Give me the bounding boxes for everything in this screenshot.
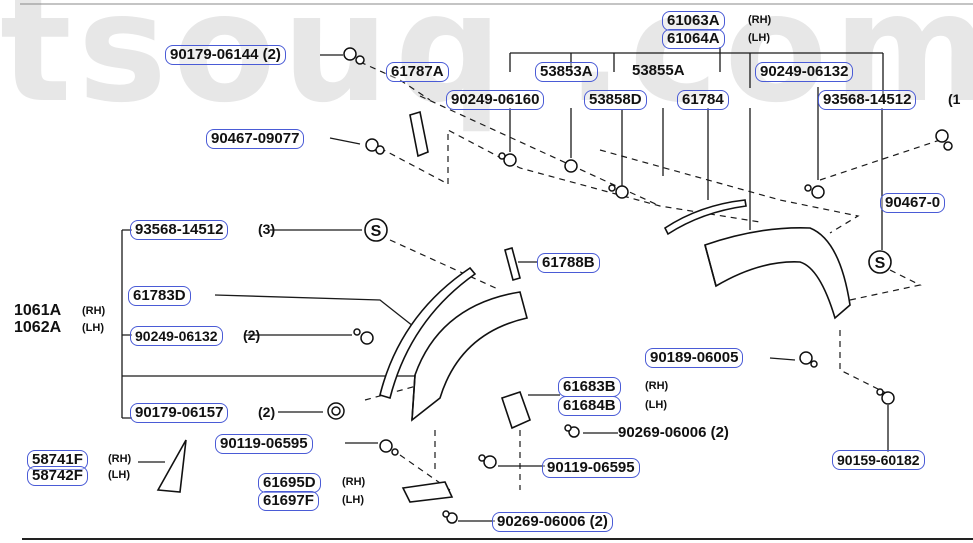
part-90467-right-label[interactable]: 90467-0 — [880, 193, 946, 213]
s-symbol-right-text: S — [875, 255, 886, 272]
part-58741F-label[interactable]: 58741F — [27, 450, 88, 470]
part-61695D-label[interactable]: 61695D — [258, 473, 321, 493]
part-90159-60182-label[interactable]: 90159-60182 — [832, 450, 925, 470]
part-90467-09077-label[interactable]: 90467-09077 — [206, 129, 305, 149]
part-53853A-label[interactable]: 53853A — [535, 62, 598, 82]
watermark: tsouq .com — [0, 0, 973, 136]
part-61697F-suffix: (LH) — [342, 494, 364, 506]
part-61683B-label[interactable]: 61683B — [558, 377, 621, 397]
part-61062A-partial-label[interactable]: 1062A — [14, 319, 62, 336]
part-90249-06160-label[interactable]: 90249-06160 — [446, 90, 545, 110]
part-61064A-label[interactable]: 61064A — [662, 29, 725, 49]
s-symbol-left-text: S — [371, 223, 382, 240]
part-93568-14512-left-label[interactable]: 93568-14512 — [130, 220, 229, 240]
part-61684B-suffix: (LH) — [645, 399, 667, 411]
part-61064A-suffix: (LH) — [748, 32, 770, 44]
part-90179-06157-qty: (2) — [258, 404, 276, 420]
part-61697F-label[interactable]: 61697F — [258, 491, 319, 511]
part-61684B-label[interactable]: 61684B — [558, 396, 621, 416]
part-90119-06595-b-label[interactable]: 90119-06595 — [542, 458, 640, 478]
part-90119-06595-a-label[interactable]: 90119-06595 — [215, 434, 313, 454]
part-93568-14512-left-qty: (3) — [258, 221, 276, 237]
part-90189-06005-label[interactable]: 90189-06005 — [645, 348, 744, 368]
part-61063A-suffix: (RH) — [748, 14, 772, 26]
part-90179-06157-label[interactable]: 90179-06157 — [130, 403, 229, 423]
s-symbol-right — [868, 250, 892, 274]
part-58741F-suffix: (RH) — [108, 453, 132, 465]
part-58742F-label[interactable]: 58742F — [27, 466, 88, 486]
part-61788B-label[interactable]: 61788B — [537, 253, 600, 273]
part-61783D-label[interactable]: 61783D — [128, 286, 191, 306]
part-61062A-suffix: (LH) — [82, 322, 104, 334]
part-93568-14512-top-label[interactable]: 93568-14512 — [818, 90, 917, 110]
part-90249-06132-left-qty: (2) — [243, 327, 261, 343]
part-93568-14512-top-qty: (1 — [948, 91, 961, 107]
part-90179-06144-label[interactable]: 90179-06144 (2) — [165, 45, 286, 65]
bottom-rule — [22, 538, 973, 540]
part-61061A-suffix: (RH) — [82, 305, 106, 317]
part-53855A-label[interactable]: 53855A — [632, 62, 685, 79]
part-61061A-partial-label[interactable]: 1061A — [14, 302, 62, 319]
part-90249-06132-top-label[interactable]: 90249-06132 — [755, 62, 854, 82]
part-61787A-label[interactable]: 61787A — [386, 62, 449, 82]
part-61784-label[interactable]: 61784 — [677, 90, 729, 110]
part-61063A-label[interactable]: 61063A — [662, 11, 725, 31]
part-53858D-label[interactable]: 53858D — [584, 90, 647, 110]
part-61695D-suffix: (RH) — [342, 476, 366, 488]
part-61683B-suffix: (RH) — [645, 380, 669, 392]
part-58742F-suffix: (LH) — [108, 469, 130, 481]
part-90269-06006-a-label[interactable]: 90269-06006 (2) — [618, 424, 729, 441]
part-90249-06132-left-label[interactable]: 90249-06132 — [130, 326, 223, 346]
part-90269-06006-b-label[interactable]: 90269-06006 (2) — [492, 512, 613, 532]
s-symbol-left — [364, 218, 388, 242]
